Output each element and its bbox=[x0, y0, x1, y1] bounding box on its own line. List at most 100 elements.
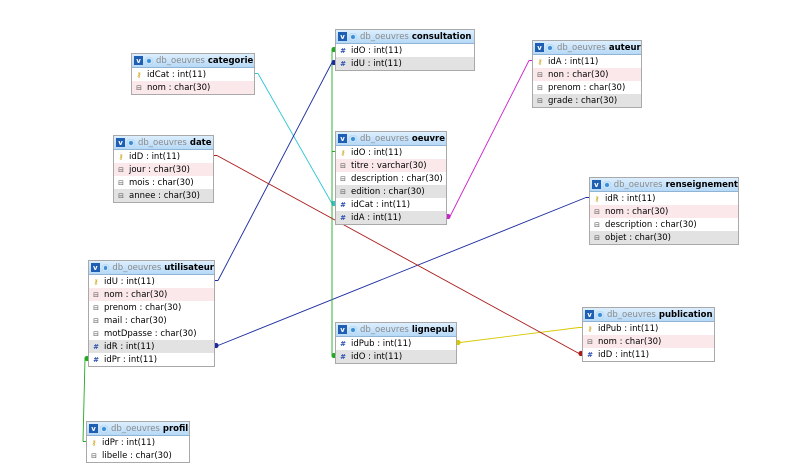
gear-icon[interactable] bbox=[145, 56, 153, 65]
gear-icon[interactable] bbox=[349, 325, 357, 334]
column-row[interactable]: ⚷idO : int(11) bbox=[336, 146, 446, 159]
gear-icon[interactable] bbox=[127, 138, 135, 147]
hash-icon: # bbox=[340, 200, 346, 209]
database-name: db_oeuvres bbox=[156, 55, 205, 66]
toggle-icon[interactable]: v bbox=[535, 43, 544, 52]
column-icon: ⊟ bbox=[118, 165, 124, 174]
database-name: db_oeuvres bbox=[557, 42, 606, 53]
toggle-icon[interactable]: v bbox=[91, 263, 100, 272]
column-row[interactable]: ⚷idCat : int(11) bbox=[132, 68, 254, 81]
column-row[interactable]: #idD : int(11) bbox=[583, 348, 714, 361]
gear-icon[interactable] bbox=[100, 424, 108, 433]
column-row[interactable]: ⊟titre : varchar(30) bbox=[336, 159, 446, 172]
toggle-icon[interactable]: v bbox=[89, 424, 98, 433]
database-name: db_oeuvres bbox=[138, 137, 187, 148]
column-row[interactable]: #idR : int(11) bbox=[89, 340, 214, 353]
column-row[interactable]: ⊟description : char(30) bbox=[336, 172, 446, 185]
column-row[interactable]: ⊟mail : char(30) bbox=[89, 314, 214, 327]
column-label: non : char(30) bbox=[548, 69, 609, 80]
gear-icon[interactable] bbox=[101, 263, 110, 272]
column-row[interactable]: ⊟jour : char(30) bbox=[114, 163, 213, 176]
column-label: nom : char(30) bbox=[605, 206, 669, 217]
column-row[interactable]: ⊟nom : char(30) bbox=[132, 81, 254, 94]
column-row[interactable]: ⊟grade : char(30) bbox=[533, 94, 641, 107]
toggle-icon[interactable]: v bbox=[116, 138, 125, 147]
column-row[interactable]: #idU : int(11) bbox=[336, 57, 474, 70]
toggle-icon[interactable]: v bbox=[338, 32, 347, 41]
column-label: idPub : int(11) bbox=[598, 323, 659, 334]
column-row[interactable]: ⊟edition : char(30) bbox=[336, 185, 446, 198]
hash-icon: # bbox=[340, 213, 346, 222]
column-row[interactable]: ⊟description : char(30) bbox=[590, 218, 738, 231]
column-label: prenom : char(30) bbox=[104, 302, 182, 313]
column-row[interactable]: ⊟mois : char(30) bbox=[114, 176, 213, 189]
column-row[interactable]: #idA : int(11) bbox=[336, 211, 446, 224]
column-row[interactable]: ⊟prenom : char(30) bbox=[89, 301, 214, 314]
column-row[interactable]: #idO : int(11) bbox=[336, 350, 456, 363]
column-row[interactable]: ⊟non : char(30) bbox=[533, 68, 641, 81]
toggle-icon[interactable]: v bbox=[338, 325, 347, 334]
column-row[interactable]: ⊟libelle : char(30) bbox=[87, 449, 189, 462]
table-name: categorie bbox=[207, 55, 254, 66]
database-name: db_oeuvres bbox=[613, 179, 663, 190]
column-label: description : char(30) bbox=[605, 219, 697, 230]
gear-icon[interactable] bbox=[546, 43, 554, 52]
column-label: idR : int(11) bbox=[104, 341, 155, 352]
toggle-icon[interactable]: v bbox=[585, 310, 594, 319]
column-row[interactable]: ⚷idPr : int(11) bbox=[87, 436, 189, 449]
column-row[interactable]: ⚷idA : int(11) bbox=[533, 55, 641, 68]
column-label: edition : char(30) bbox=[351, 186, 425, 197]
column-row[interactable]: ⚷idD : int(11) bbox=[114, 150, 213, 163]
column-row[interactable]: #idCat : int(11) bbox=[336, 198, 446, 211]
column-label: description : char(30) bbox=[351, 173, 443, 184]
column-row[interactable]: ⊟annee : char(30) bbox=[114, 189, 213, 202]
toggle-icon[interactable]: v bbox=[134, 56, 143, 65]
column-row[interactable]: ⚷idU : int(11) bbox=[89, 275, 214, 288]
column-row[interactable]: ⚷idPub : int(11) bbox=[583, 322, 714, 335]
table-name: consultation bbox=[411, 31, 472, 42]
column-row[interactable]: ⊟nom : char(30) bbox=[583, 335, 714, 348]
column-row[interactable]: ⊟prenom : char(30) bbox=[533, 81, 641, 94]
gear-icon[interactable] bbox=[602, 180, 611, 189]
column-row[interactable]: ⊟nom : char(30) bbox=[89, 288, 214, 301]
toggle-icon[interactable]: v bbox=[338, 134, 347, 143]
column-label: idR : int(11) bbox=[605, 193, 656, 204]
gear-icon[interactable] bbox=[596, 310, 604, 319]
column-row[interactable]: ⚷idR : int(11) bbox=[590, 192, 738, 205]
column-row[interactable]: #idO : int(11) bbox=[336, 44, 474, 57]
table-name: profil bbox=[162, 423, 189, 434]
column-icon: ⊟ bbox=[93, 316, 99, 325]
column-label: idPr : int(11) bbox=[104, 354, 158, 365]
column-row[interactable]: #idPr : int(11) bbox=[89, 353, 214, 366]
toggle-icon[interactable]: v bbox=[592, 180, 601, 189]
column-row[interactable]: ⊟motDpasse : char(30) bbox=[89, 327, 214, 340]
column-icon: ⊟ bbox=[93, 290, 99, 299]
column-row[interactable]: ⊟nom : char(30) bbox=[590, 205, 738, 218]
column-label: idPr : int(11) bbox=[102, 437, 156, 448]
column-row[interactable]: ⊟objet : char(30) bbox=[590, 231, 738, 244]
gear-icon[interactable] bbox=[349, 32, 357, 41]
key-icon: ⚷ bbox=[93, 277, 99, 286]
column-row[interactable]: #idPub : int(11) bbox=[336, 337, 456, 350]
gear-icon[interactable] bbox=[349, 134, 357, 143]
